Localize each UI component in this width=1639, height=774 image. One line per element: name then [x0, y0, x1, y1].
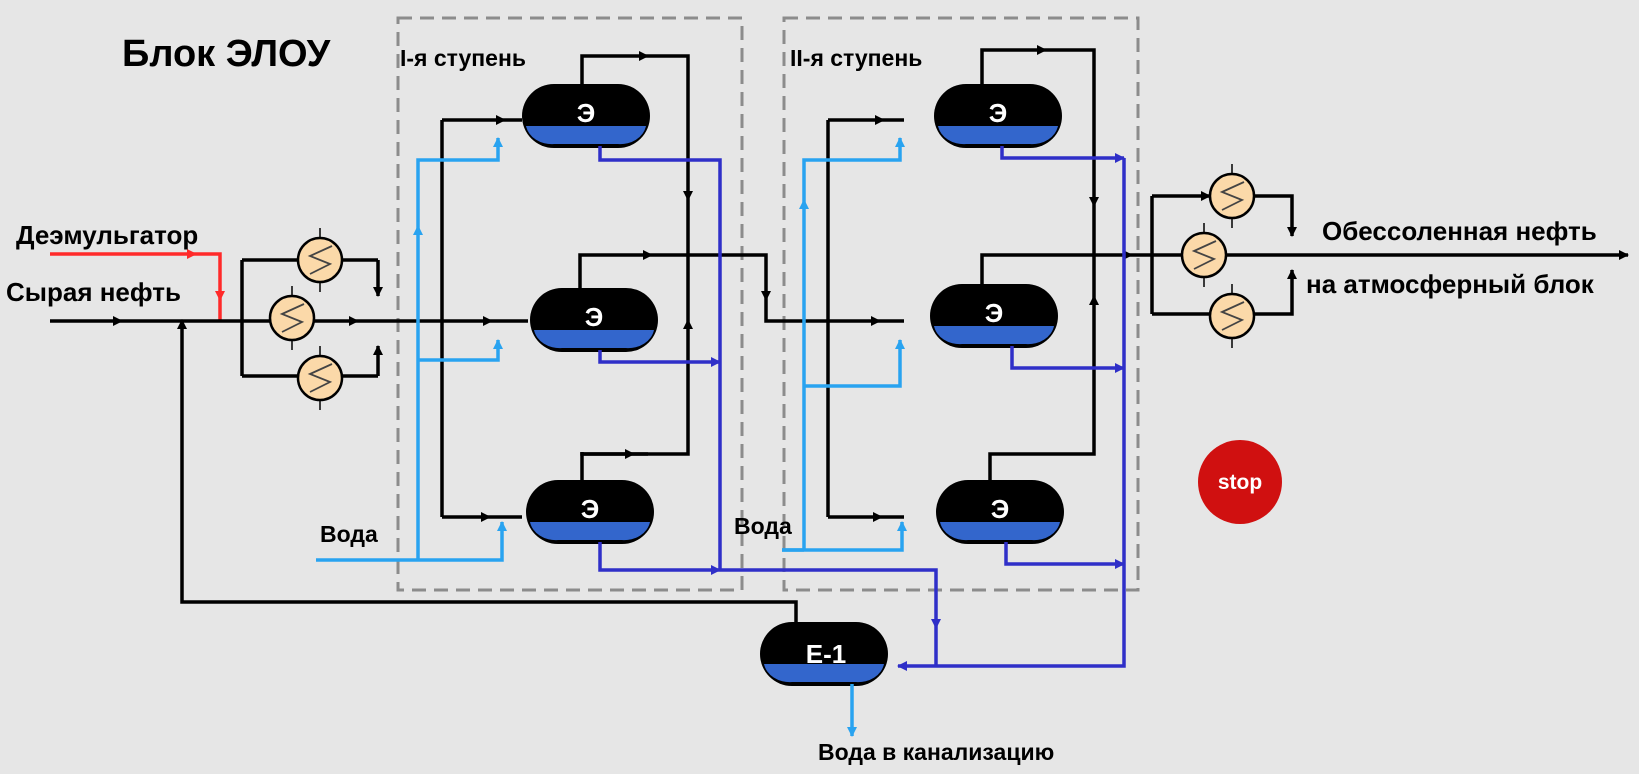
vessel-label: Э	[585, 302, 604, 332]
vessel-label: Э	[989, 98, 1008, 128]
heat-exchanger-icon	[296, 226, 344, 294]
recycle-water-line	[177, 319, 798, 622]
stage-1-box	[396, 16, 744, 592]
vessel-label: Э	[577, 98, 596, 128]
crude-oil-label: Сырая нефть	[6, 277, 181, 307]
stop-button[interactable]: stop	[1198, 440, 1282, 524]
atmospheric-block-label: на атмосферный блок	[1306, 269, 1595, 299]
stage-1-label: I-я ступень	[400, 45, 526, 71]
heat-exchanger-icon	[1180, 221, 1228, 289]
page-title: Блок ЭЛОУ	[122, 33, 331, 75]
demulsifier-label: Деэмульгатор	[16, 220, 198, 250]
stage-2-label: II-я ступень	[790, 45, 922, 71]
water-input-label-2: Вода	[734, 513, 792, 539]
heat-exchanger-icon	[1208, 162, 1256, 230]
heat-exchanger-icon	[1208, 282, 1256, 350]
heat-exchanger-icon	[268, 284, 316, 352]
desalted-oil-label: Обессоленная нефть	[1322, 216, 1597, 246]
e1-label: Е-1	[806, 639, 846, 669]
vessel-label: Э	[581, 494, 600, 524]
vessel-label: Э	[985, 298, 1004, 328]
water-input-label-1: Вода	[320, 521, 378, 547]
stage-2-box	[782, 16, 1140, 592]
stop-label: stop	[1218, 471, 1262, 494]
drain-water-label: Вода в канализацию	[818, 739, 1054, 765]
heat-exchanger-icon	[296, 344, 344, 412]
demulsifier-drop	[196, 252, 225, 301]
vessel-label: Э	[991, 494, 1010, 524]
